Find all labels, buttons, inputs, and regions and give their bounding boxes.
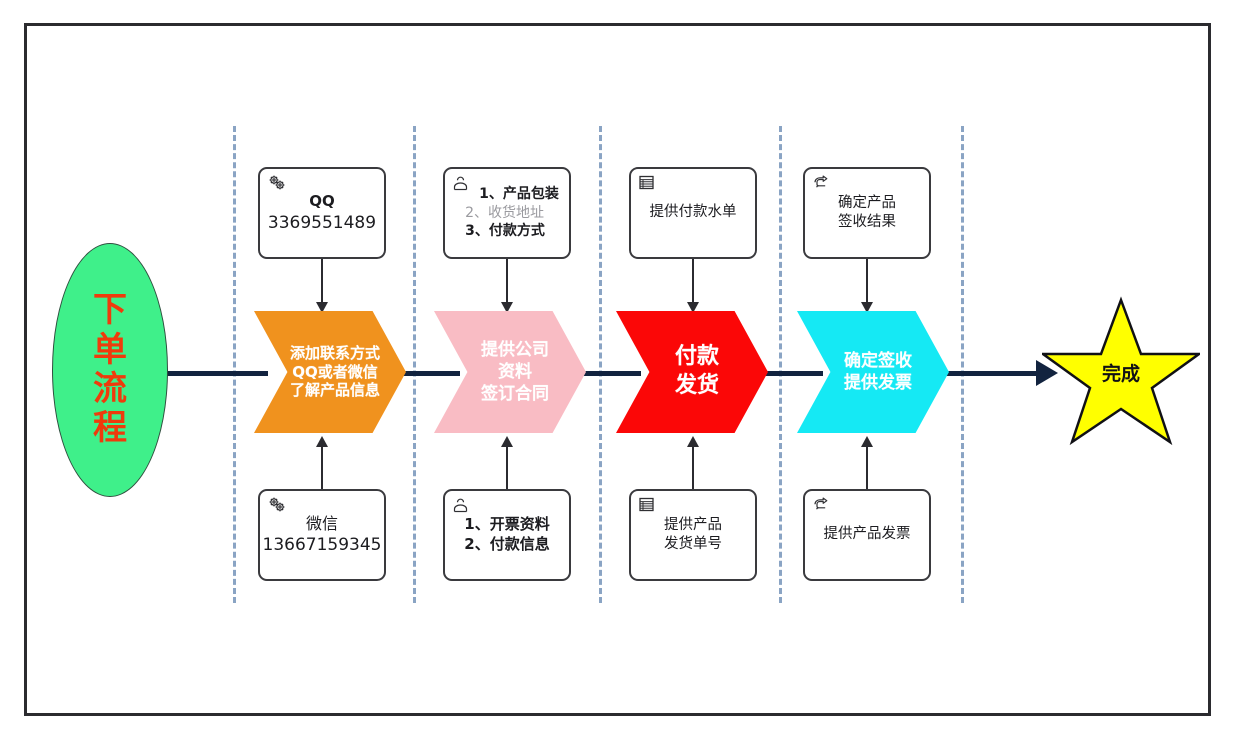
stage-4-bottom-box[interactable]: 提供产品发票	[803, 489, 931, 581]
person-bust-icon	[452, 496, 474, 516]
stage-2-top-box-text: 1、产品包装 2、收货地址 3、付款方式	[449, 185, 565, 240]
connector-stage-2-top	[506, 259, 508, 304]
lane-separator-1	[233, 126, 236, 603]
spine-arrowhead-finish	[1036, 360, 1058, 386]
stage-2-bottom-box-text: 1、开票资料 2、付款信息	[458, 515, 555, 555]
spine-segment-2-3	[566, 371, 641, 376]
stage-4-top-box[interactable]: 确定产品 签收结果	[803, 167, 931, 259]
stage-2-chevron-text: 提供公司 资料 签订合同	[471, 339, 549, 405]
stage-1-top-line-1: QQ	[309, 191, 335, 210]
stage-3-line-2: 发货	[674, 373, 719, 398]
stage-4-top-box-text: 确定产品 签收结果	[832, 194, 902, 232]
stage-3-bottom-line-1: 提供产品	[664, 516, 722, 533]
person-bust-icon	[452, 174, 474, 194]
stage-2-line-1: 提供公司	[481, 339, 549, 360]
connector-stage-4-top	[866, 259, 868, 304]
stage-4-chevron-text: 确定签收 提供发票	[834, 350, 912, 394]
stage-1-bottom-box-text: 微信 13667159345	[257, 513, 388, 557]
stage-1-top-line-2: 3369551489	[267, 212, 377, 233]
star-shape	[1039, 296, 1203, 446]
spine-segment-finish	[930, 371, 1040, 376]
connector-stage-4-top-arrow	[861, 302, 873, 313]
stage-3-bottom-box[interactable]: 提供产品 发货单号	[629, 489, 757, 581]
connector-stage-1-bottom	[321, 447, 323, 492]
pointing-hand-icon	[812, 174, 834, 194]
stage-2-bottom-line-2: 2、付款信息	[464, 535, 550, 553]
lane-separator-2	[413, 126, 416, 603]
connector-stage-1-top-arrow	[316, 302, 328, 313]
stage-2-top-box[interactable]: 1、产品包装 2、收货地址 3、付款方式	[443, 167, 571, 259]
stage-1-bottom-line-2: 13667159345	[262, 535, 382, 556]
stage-3-top-box[interactable]: 提供付款水单	[629, 167, 757, 259]
stage-1-line-2: QQ或者微信	[292, 362, 378, 381]
stage-1-line-1: 添加联系方式	[289, 343, 380, 362]
document-list-icon	[638, 496, 660, 516]
stage-2-bottom-box[interactable]: 1、开票资料 2、付款信息	[443, 489, 571, 581]
connector-stage-4-bottom-arrow	[861, 436, 873, 447]
connector-stage-2-bottom-arrow	[501, 436, 513, 447]
stage-2-line-2: 资料	[498, 361, 532, 382]
connector-stage-1-bottom-arrow	[316, 436, 328, 447]
spine-segment-start	[150, 371, 268, 376]
stage-4-top-line-2: 签收结果	[838, 214, 896, 230]
connector-stage-3-bottom-arrow	[687, 436, 699, 447]
stage-1-line-3: 了解产品信息	[289, 381, 380, 400]
stage-1-top-box[interactable]: QQ 3369551489	[258, 167, 386, 259]
start-node-label: 下单流程	[93, 290, 127, 449]
lane-separator-3	[599, 126, 602, 603]
lane-separator-4	[779, 126, 782, 603]
stage-1-top-box-text: QQ 3369551489	[262, 192, 382, 234]
stage-1-bottom-box[interactable]: 微信 13667159345	[258, 489, 386, 581]
finish-node[interactable]: 完成	[1039, 296, 1203, 446]
pointing-hand-icon	[812, 496, 834, 516]
stage-1-bottom-line-1: 微信	[306, 514, 339, 534]
stage-4-line-2: 提供发票	[844, 373, 912, 393]
stage-4-line-1: 确定签收	[844, 350, 912, 371]
stage-2-line-3: 签订合同	[481, 384, 549, 405]
start-node[interactable]: 下单流程	[52, 243, 168, 497]
stage-2-bottom-line-1: 1、开票资料	[464, 515, 550, 534]
gears-icon	[267, 496, 289, 516]
stage-4-top-line-1: 确定产品	[838, 194, 896, 211]
spine-segment-1-2	[385, 371, 460, 376]
stage-3-bottom-line-2: 发货单号	[664, 536, 722, 552]
stage-3-top-box-text: 提供付款水单	[644, 203, 743, 222]
spine-segment-3-4	[748, 371, 823, 376]
connector-stage-2-top-arrow	[501, 302, 513, 313]
stage-3-top-line-1: 提供付款水单	[649, 204, 737, 221]
connector-stage-3-top-arrow	[687, 302, 699, 313]
stage-3-chevron-text: 付款 发货	[665, 343, 719, 400]
connector-stage-4-bottom	[866, 447, 868, 492]
stage-2-top-line-2: 2、收货地址	[465, 204, 545, 221]
diagram-frame	[24, 23, 1211, 716]
stage-4-bottom-box-text: 提供产品发票	[818, 525, 917, 544]
document-list-icon	[638, 174, 660, 194]
stage-4-bottom-line-1: 提供产品发票	[823, 526, 911, 543]
lane-separator-5	[961, 126, 964, 603]
stage-1-chevron-text: 添加联系方式 QQ或者微信 了解产品信息	[280, 344, 380, 401]
stage-2-top-line-3: 3、付款方式	[465, 223, 545, 240]
gears-icon	[267, 174, 289, 194]
finish-node-label: 完成	[1101, 363, 1140, 385]
stage-3-line-1: 付款	[674, 344, 719, 370]
stage-3-bottom-box-text: 提供产品 发货单号	[658, 516, 728, 554]
connector-stage-3-bottom	[692, 447, 694, 492]
connector-stage-1-top	[321, 259, 323, 304]
connector-stage-3-top	[692, 259, 694, 304]
stage-2-top-line-1: 1、产品包装	[479, 186, 559, 203]
connector-stage-2-bottom	[506, 447, 508, 492]
